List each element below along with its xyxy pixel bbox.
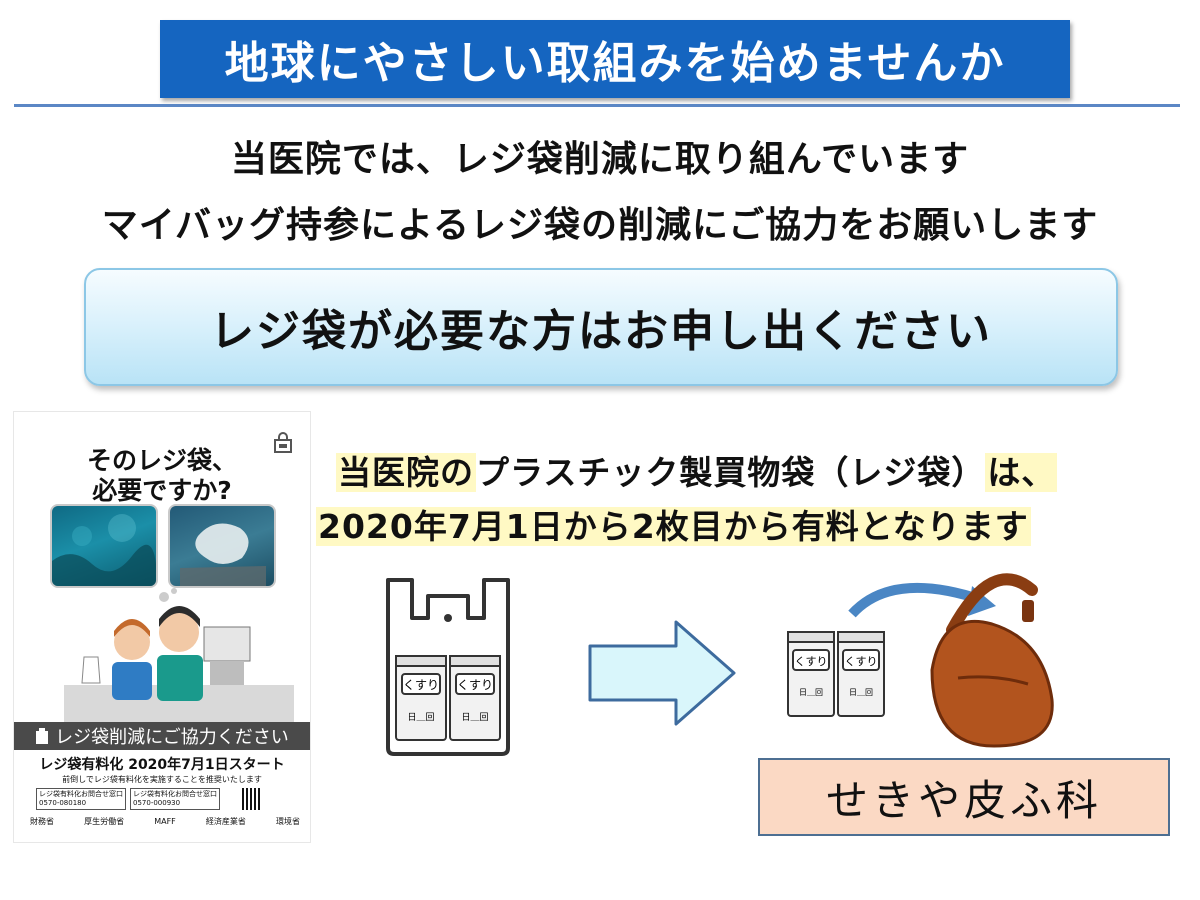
notice-line-1: 当医院のプラスチック製買物袋（レジ袋）は、 — [336, 446, 1058, 494]
notice-highlight: 2020年7月1日から2枚目から有料となります — [316, 507, 1031, 546]
page-title: 地球にやさしい取組みを始めませんか — [160, 20, 1070, 98]
plastic-bag-icon: くすり 日＿回 くすり 日＿回 — [386, 578, 510, 756]
clinic-name: せきや皮ふ科 — [758, 758, 1170, 836]
medicine-bag-day-text: 日＿回 — [849, 688, 873, 697]
medicine-bag-day-text: 日＿回 — [407, 712, 434, 723]
org-label: 財務省 — [30, 817, 54, 826]
handbag-icon — [930, 573, 1054, 748]
medicine-bag-label: くすり — [795, 655, 828, 668]
lead-line-2: マイバッグ持参によるレジ袋の削減にご協力をお願いします — [101, 205, 1099, 246]
floating-plastic-bag-photo — [168, 504, 276, 588]
poster-contact-2-label: レジ袋有料化お問合せ窓口 — [133, 790, 217, 798]
poster-heading-line-2: 必要ですか? — [92, 476, 232, 505]
notice-text: プラスチック製買物袋（レジ袋） — [476, 453, 986, 492]
poster-contact-2: レジ袋有料化お問合せ窓口 0570-000930 — [130, 788, 220, 810]
request-banner: レジ袋が必要な方はお申し出ください — [84, 268, 1118, 386]
medicine-bag-label: くすり — [457, 678, 493, 692]
poster-contact-2-phone: 0570-000930 — [133, 799, 181, 807]
bag-lock-icon — [274, 432, 292, 453]
org-label: 厚生労働省 — [84, 817, 125, 826]
right-arrow-icon — [588, 620, 736, 726]
store-clerks-illustration — [64, 588, 294, 725]
poster-organizations: 財務省 厚生労働省 MAFF 経済産業省 環境省 — [30, 816, 300, 827]
poster-contact-1-phone: 0570-080180 — [39, 799, 87, 807]
medicine-bag-label: くすり — [403, 678, 439, 692]
medicine-bag-icon: くすり 日＿回 — [837, 631, 885, 717]
medicine-bag-icon: くすり 日＿回 — [787, 631, 835, 717]
notice-highlight: 当医院の — [336, 453, 476, 492]
poster-band: レジ袋削減にご協力ください — [14, 722, 310, 750]
org-label: 経済産業省 — [205, 817, 246, 826]
shopping-bag-icon — [36, 728, 49, 744]
medicine-bag-day-text: 日＿回 — [799, 688, 823, 697]
poster-note: 前倒しでレジ袋有料化を実施することを推奨いたします — [62, 775, 262, 784]
org-label: MAFF — [154, 817, 176, 826]
medicine-bag-icon: くすり 日＿回 — [449, 655, 501, 741]
poster-heading-line-1: そのレジ袋、 — [86, 446, 237, 475]
poster-band-text: レジ袋削減にご協力ください — [55, 727, 289, 748]
poster-contact-1-label: レジ袋有料化お問合せ窓口 — [39, 790, 123, 798]
ocean-floor-photo — [50, 504, 158, 588]
medicine-bag-icon: くすり 日＿回 — [395, 655, 447, 741]
medicine-bag-day-text: 日＿回 — [461, 712, 488, 723]
qr-code-icon — [242, 788, 262, 810]
medicine-bag-label: くすり — [845, 655, 878, 668]
campaign-poster: そのレジ袋、 必要ですか? レ — [14, 412, 310, 842]
poster-subtitle: レジ袋有料化 2020年7月1日スタート — [39, 757, 285, 773]
title-divider — [14, 104, 1180, 107]
poster-heading: そのレジ袋、 必要ですか? — [14, 446, 310, 506]
lead-line-1: 当医院では、レジ袋削減に取り組んでいます — [230, 139, 970, 180]
org-label: 環境省 — [275, 817, 300, 826]
handbag-with-medicine-illustration: くすり 日＿回 くすり 日＿回 — [787, 573, 1054, 748]
notice-line-2: 2020年7月1日から2枚目から有料となります — [316, 500, 1031, 548]
poster-contact-1: レジ袋有料化お問合せ窓口 0570-080180 — [36, 788, 126, 810]
notice-highlight: は、 — [985, 453, 1058, 492]
